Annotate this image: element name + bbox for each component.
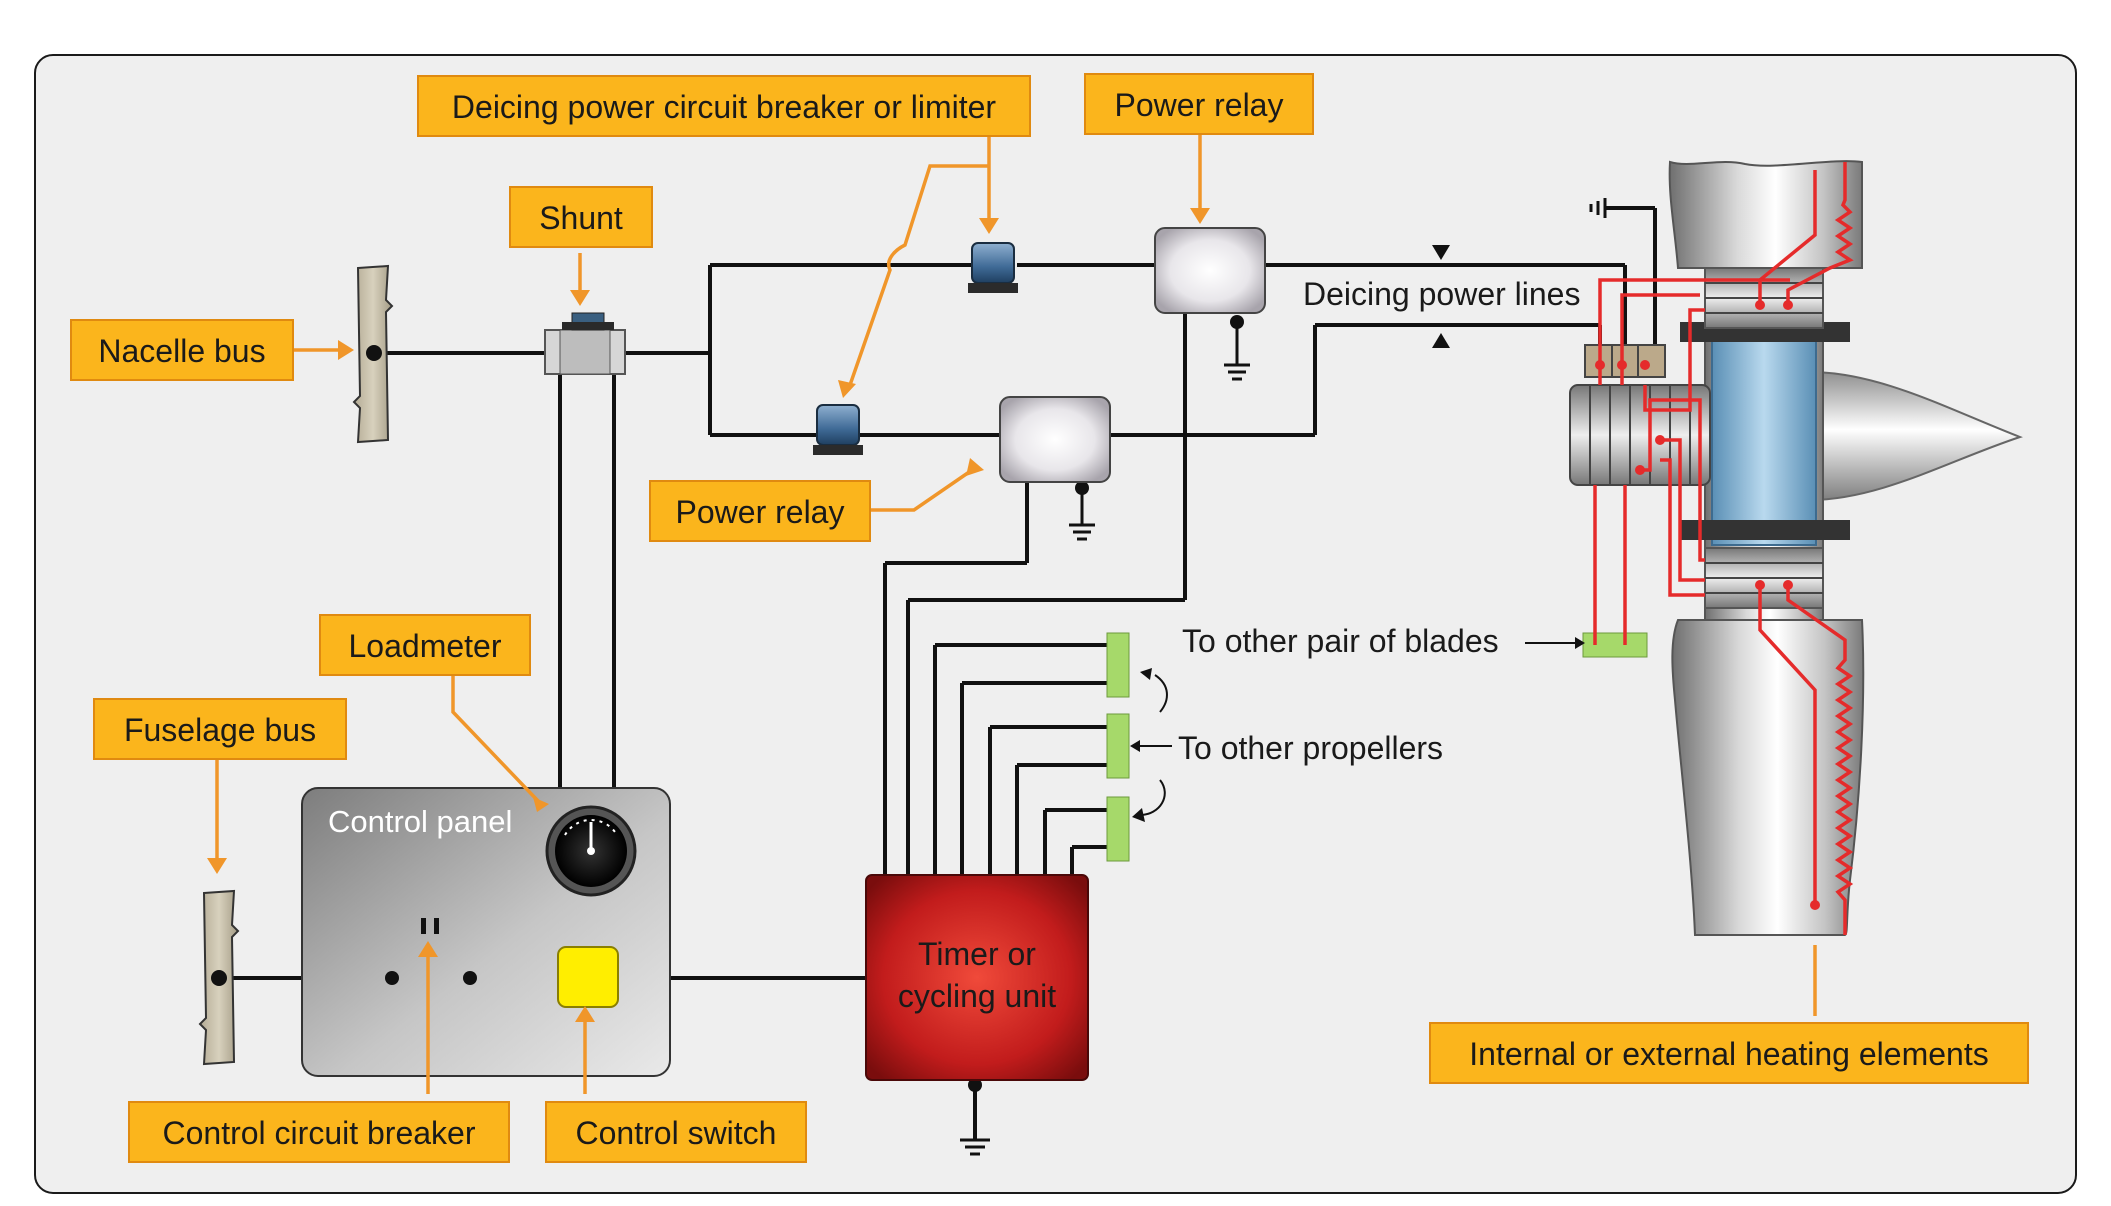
heater-wire-dots (1595, 300, 1820, 910)
label-power-relay-top: Power relay (1084, 73, 1314, 135)
svg-text:Control circuit breaker: Control circuit breaker (163, 1115, 476, 1151)
svg-text:Control switch: Control switch (576, 1115, 777, 1151)
deicing-breaker-upper (968, 242, 1018, 293)
label-loadmeter: Loadmeter (319, 614, 531, 676)
shunt (544, 312, 626, 375)
other-blades-text: To other pair of blades (1182, 623, 1499, 659)
svg-text:Fuselage bus: Fuselage bus (124, 712, 316, 748)
label-deicing-breaker: Deicing power circuit breaker or limiter (417, 75, 1031, 137)
label-control-circuit-breaker: Control circuit breaker (128, 1101, 510, 1163)
svg-text:Nacelle bus: Nacelle bus (98, 333, 265, 369)
control-switch (557, 946, 619, 1008)
nacelle-bus-bar (352, 264, 394, 444)
label-fuselage-bus: Fuselage bus (93, 698, 347, 760)
svg-text:Loadmeter: Loadmeter (349, 628, 502, 664)
svg-text:Power relay: Power relay (676, 494, 845, 530)
loadmeter-gauge (545, 805, 637, 897)
leader-lines (215, 133, 1817, 1094)
control-circuit-breaker-symbol (385, 918, 477, 985)
other-propellers-text: To other propellers (1178, 730, 1443, 766)
leader-arrowheads (207, 208, 1210, 1022)
label-shunt: Shunt (509, 186, 653, 248)
power-lines-marker-bottom (1432, 333, 1450, 348)
heater-wiring (1593, 162, 1854, 935)
ground-symbols (960, 198, 1607, 1156)
timer-label-line2: cycling unit (898, 978, 1056, 1014)
deicing-power-lines-text: Deicing power lines (1303, 276, 1580, 312)
timer-label-line1: Timer or (918, 936, 1036, 972)
label-control-switch: Control switch (545, 1101, 807, 1163)
svg-text:Deicing power circuit breaker: Deicing power circuit breaker or limiter (452, 89, 997, 125)
control-panel-label: Control panel (328, 804, 512, 839)
power-relay-upper (1154, 227, 1266, 314)
svg-text:Power relay: Power relay (1115, 87, 1284, 123)
power-relay-lower (999, 396, 1111, 483)
svg-text:Internal or external heating e: Internal or external heating elements (1469, 1036, 1988, 1072)
timer-cycling-unit: Timer or cycling unit (865, 874, 1089, 1081)
svg-text:Shunt: Shunt (539, 200, 623, 236)
power-lines-marker-top (1432, 245, 1450, 260)
deicing-breaker-lower (813, 404, 863, 455)
fuselage-bus-bar (198, 889, 240, 1066)
propeller-connectors (1106, 632, 1648, 862)
label-heating-elements: Internal or external heating elements (1429, 1022, 2029, 1084)
label-power-relay-lower: Power relay (649, 480, 871, 542)
label-nacelle-bus: Nacelle bus (70, 319, 294, 381)
